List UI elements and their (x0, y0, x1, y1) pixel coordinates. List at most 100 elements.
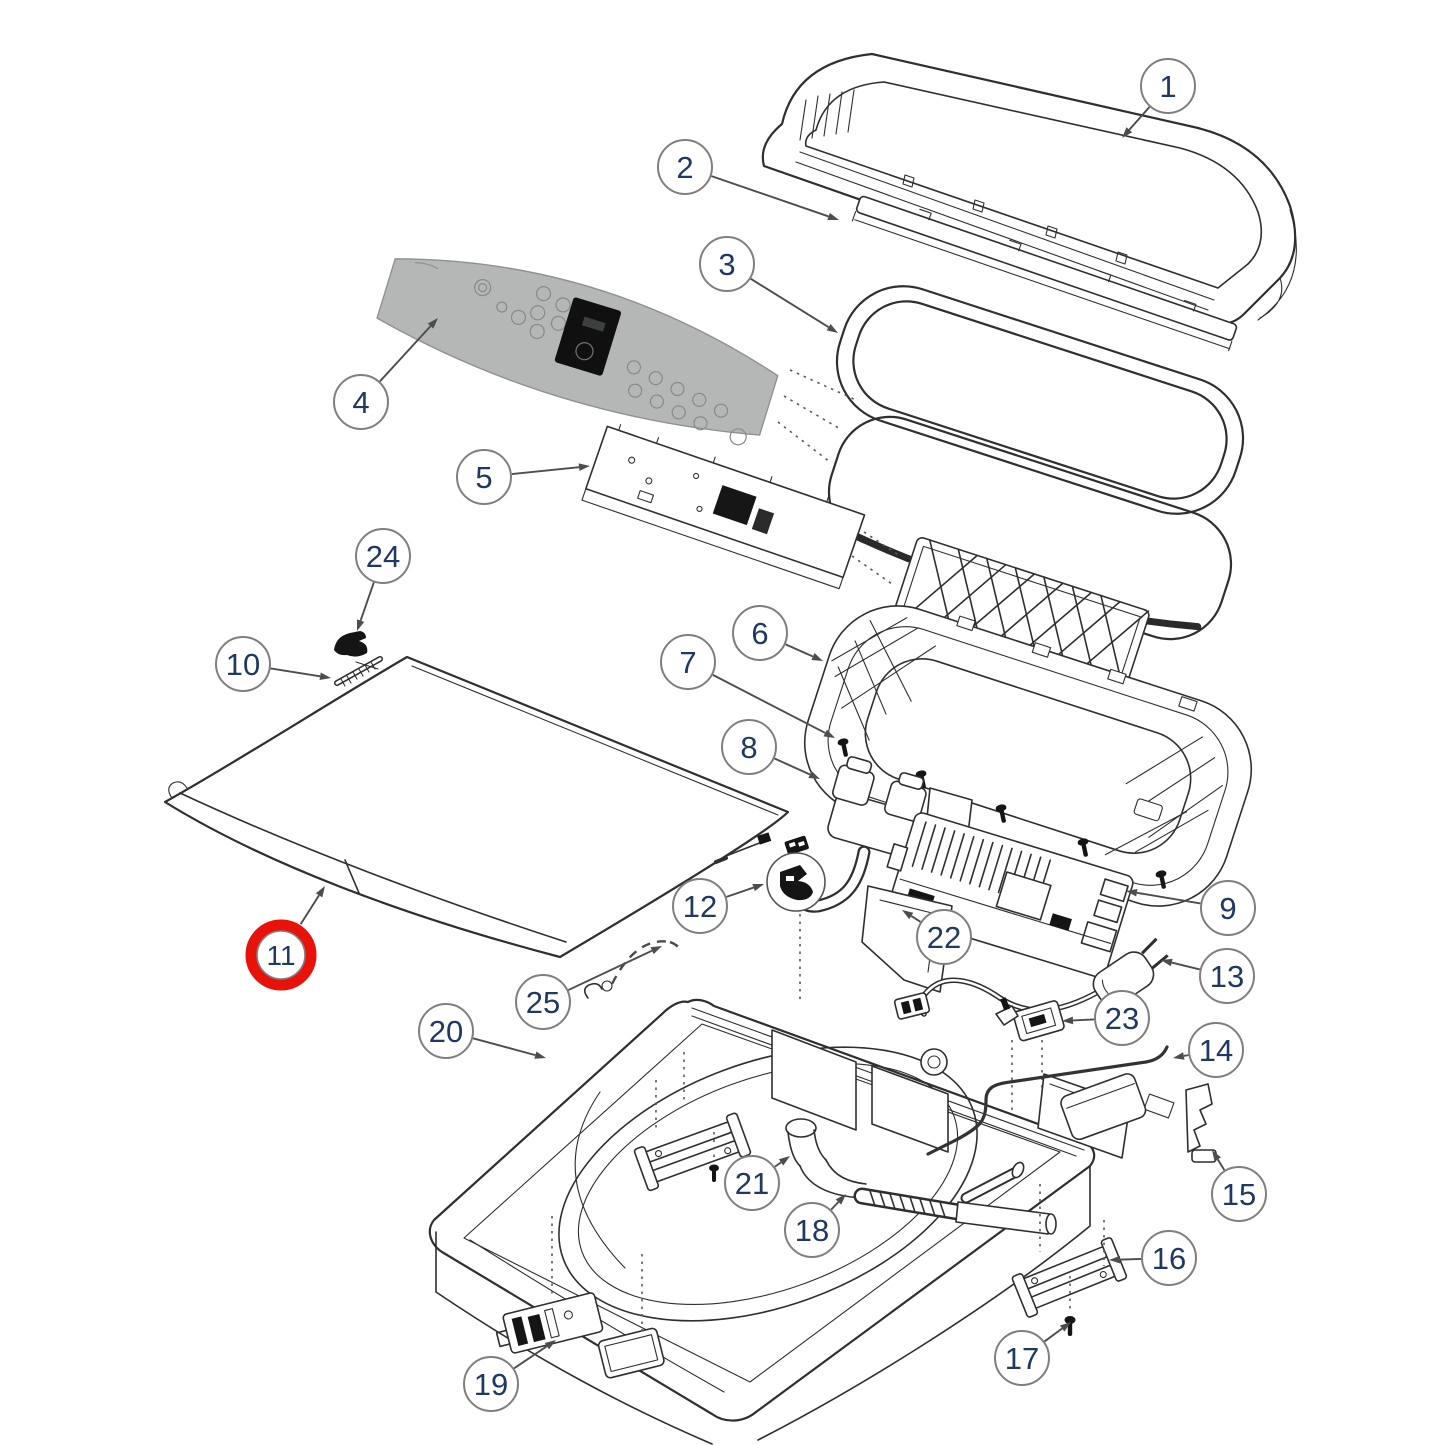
callout-number: 23 (1105, 1001, 1139, 1036)
part-control-module (886, 812, 1134, 978)
part-controller-board (581, 424, 866, 590)
leader-arrowhead-icon (1122, 127, 1133, 138)
callout-number: 16 (1152, 1241, 1186, 1276)
callout-circle (784, 1202, 840, 1258)
leader-line (726, 886, 754, 898)
callout-2: 2 (657, 139, 839, 221)
leader-line (299, 894, 320, 925)
leader-line (270, 667, 321, 678)
callout-19: 19 (463, 1340, 556, 1412)
callout-23: 23 (1062, 990, 1150, 1046)
leader-arrowhead-icon (808, 771, 820, 779)
part-mounting-screws (837, 738, 1167, 889)
leader-arrowhead-icon (811, 653, 823, 661)
callout-number: 7 (679, 645, 696, 680)
callout-number: 5 (475, 460, 492, 495)
leader-line (1119, 1257, 1142, 1261)
leader-arrowhead-icon (1109, 1255, 1121, 1264)
part-rear-bracket (1185, 1083, 1217, 1163)
part-display-window-trim (835, 285, 1245, 515)
callout-14: 14 (1173, 1022, 1244, 1078)
callout-number: 12 (683, 889, 717, 924)
part-hinge-screw (1064, 1276, 1076, 1336)
callout-number: 25 (526, 985, 560, 1020)
callout-10: 10 (215, 636, 331, 692)
leader-line (472, 1037, 536, 1057)
callout-4: 4 (333, 318, 438, 430)
callout-number: 8 (740, 730, 757, 765)
callout-circle (333, 374, 389, 430)
leader-line (1044, 1327, 1063, 1343)
callout-6: 6 (732, 605, 823, 661)
callout-12: 12 (672, 878, 764, 934)
leader-arrowhead-icon (544, 1340, 556, 1350)
callout-8: 8 (721, 719, 820, 779)
leader-arrowhead-icon (826, 323, 838, 333)
leader-line (1216, 1158, 1226, 1171)
callout-number: 10 (226, 647, 260, 682)
callout-circle (1094, 990, 1150, 1046)
leader-arrowhead-icon (902, 910, 914, 920)
callout-number: 22 (927, 920, 961, 955)
callout-circle (672, 878, 728, 934)
leader-arrowhead-icon (578, 463, 590, 471)
leader-arrowhead-icon (778, 1156, 790, 1166)
leader-arrowhead-icon (823, 729, 835, 738)
leader-arrowhead-icon (357, 619, 365, 631)
leader-line (774, 757, 811, 776)
part-hinge-clip (334, 631, 379, 670)
part-control-panel (376, 258, 779, 446)
callout-21: 21 (724, 1155, 790, 1211)
callout-circle (1140, 58, 1196, 114)
part-hinge-left (495, 1216, 665, 1379)
callout-7: 7 (660, 634, 835, 738)
leader-line (1183, 1054, 1189, 1057)
callout-number: 20 (429, 1014, 463, 1049)
callout-circle (699, 236, 755, 292)
callout-17: 17 (994, 1322, 1071, 1386)
leader-arrowhead-icon (315, 886, 325, 898)
callout-circle (916, 909, 972, 965)
part-cord-bracket (995, 997, 1065, 1130)
callout-1: 1 (1122, 58, 1196, 138)
leader-arrowhead-icon (427, 318, 438, 329)
callout-number: 6 (751, 616, 768, 651)
part-wire-harness (583, 940, 682, 999)
callout-number: 4 (352, 385, 369, 420)
callout-circle (355, 528, 411, 584)
leader-line (910, 915, 921, 923)
leader-arrowhead-icon (1126, 889, 1138, 897)
callout-circle (1200, 880, 1256, 936)
callout-16: 16 (1109, 1230, 1197, 1286)
part-drain-hose (785, 1118, 1057, 1235)
callout-circle (657, 139, 713, 195)
callout-22: 22 (902, 909, 972, 965)
callout-number: 18 (795, 1213, 829, 1248)
leader-arrowhead-icon (1161, 958, 1173, 967)
leader-line (379, 325, 432, 383)
highlight-ring (245, 919, 317, 991)
leader-line (1128, 106, 1151, 131)
leader-arrowhead-icon (1059, 1322, 1071, 1332)
callout-9: 9 (1126, 880, 1256, 936)
leader-line (750, 277, 830, 328)
leader-line (711, 175, 829, 218)
callout-number: 1 (1159, 69, 1176, 104)
callout-circle (463, 1356, 519, 1412)
part-console-trim-strip (851, 195, 1238, 352)
part-hinge-bracket (633, 1052, 752, 1192)
callout-circle (456, 449, 512, 505)
callout-number: 2 (676, 150, 693, 185)
leader-line (567, 949, 653, 991)
callout-number: 15 (1222, 1177, 1256, 1212)
leader-arrowhead-icon (534, 1051, 546, 1059)
callout-15: 15 (1211, 1150, 1267, 1222)
leader-arrowhead-icon (1212, 1150, 1221, 1162)
leader-line (513, 1345, 548, 1370)
leader-arrowhead-icon (1173, 1052, 1185, 1060)
callout-number: 17 (1005, 1341, 1039, 1376)
callout-25: 25 (515, 946, 662, 1030)
callout-circle (724, 1155, 780, 1211)
callout-number: 9 (1219, 891, 1236, 926)
callout-11: 11 (245, 886, 325, 991)
